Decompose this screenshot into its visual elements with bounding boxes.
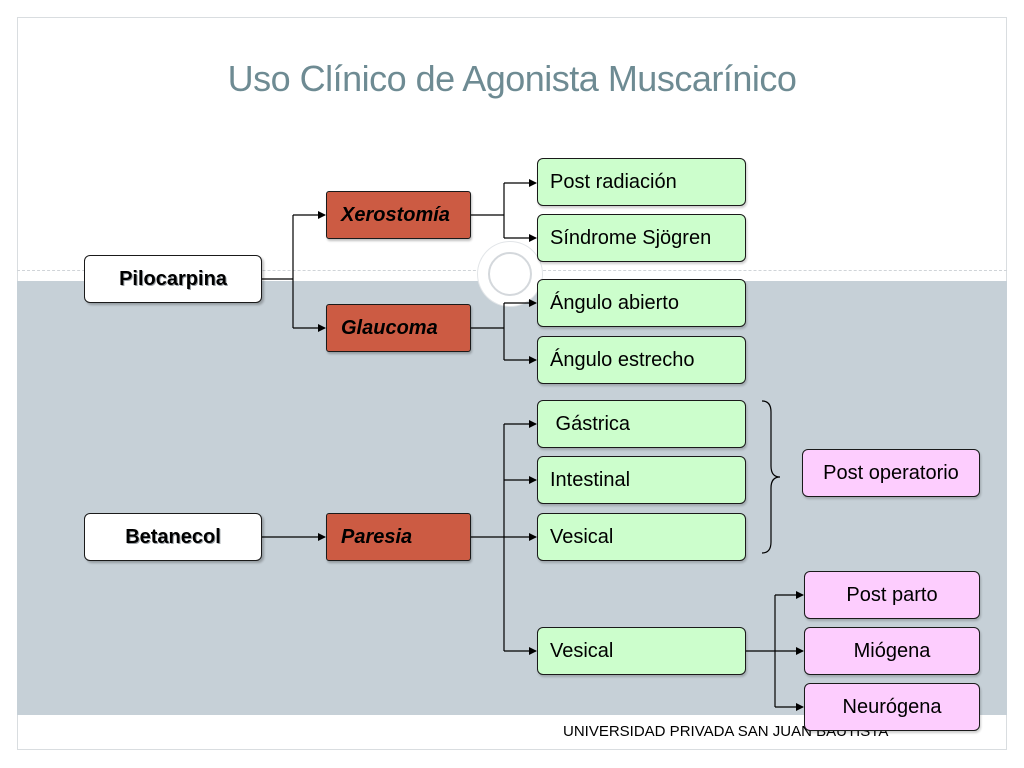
betanecol-box: Betanecol [84,513,262,561]
glaucoma-box: Glaucoma [326,304,471,352]
paresia-box: Paresia [326,513,471,561]
post-operatorio-box: Post operatorio [802,449,980,497]
pilocarpina-box: Pilocarpina [84,255,262,303]
post-parto-box: Post parto [804,571,980,619]
sindrome-sjogren-box: Síndrome Sjögren [537,214,746,262]
neurogena-box: Neurógena [804,683,980,731]
brace [761,400,781,554]
slide-title: Uso Clínico de Agonista Muscarínico [227,58,797,99]
post-radiacion-box: Post radiación [537,158,746,206]
miogena-box: Miógena [804,627,980,675]
angulo-estrecho-box: Ángulo estrecho [537,336,746,384]
vesical-box: Vesical [537,513,746,561]
intestinal-box: Intestinal [537,456,746,504]
angulo-abierto-box: Ángulo abierto [537,279,746,327]
gastrica-box: Gástrica [537,400,746,448]
vesical-box-2: Vesical [537,627,746,675]
decorative-circle-inner [488,252,532,296]
xerostomia-box: Xerostomía [326,191,471,239]
